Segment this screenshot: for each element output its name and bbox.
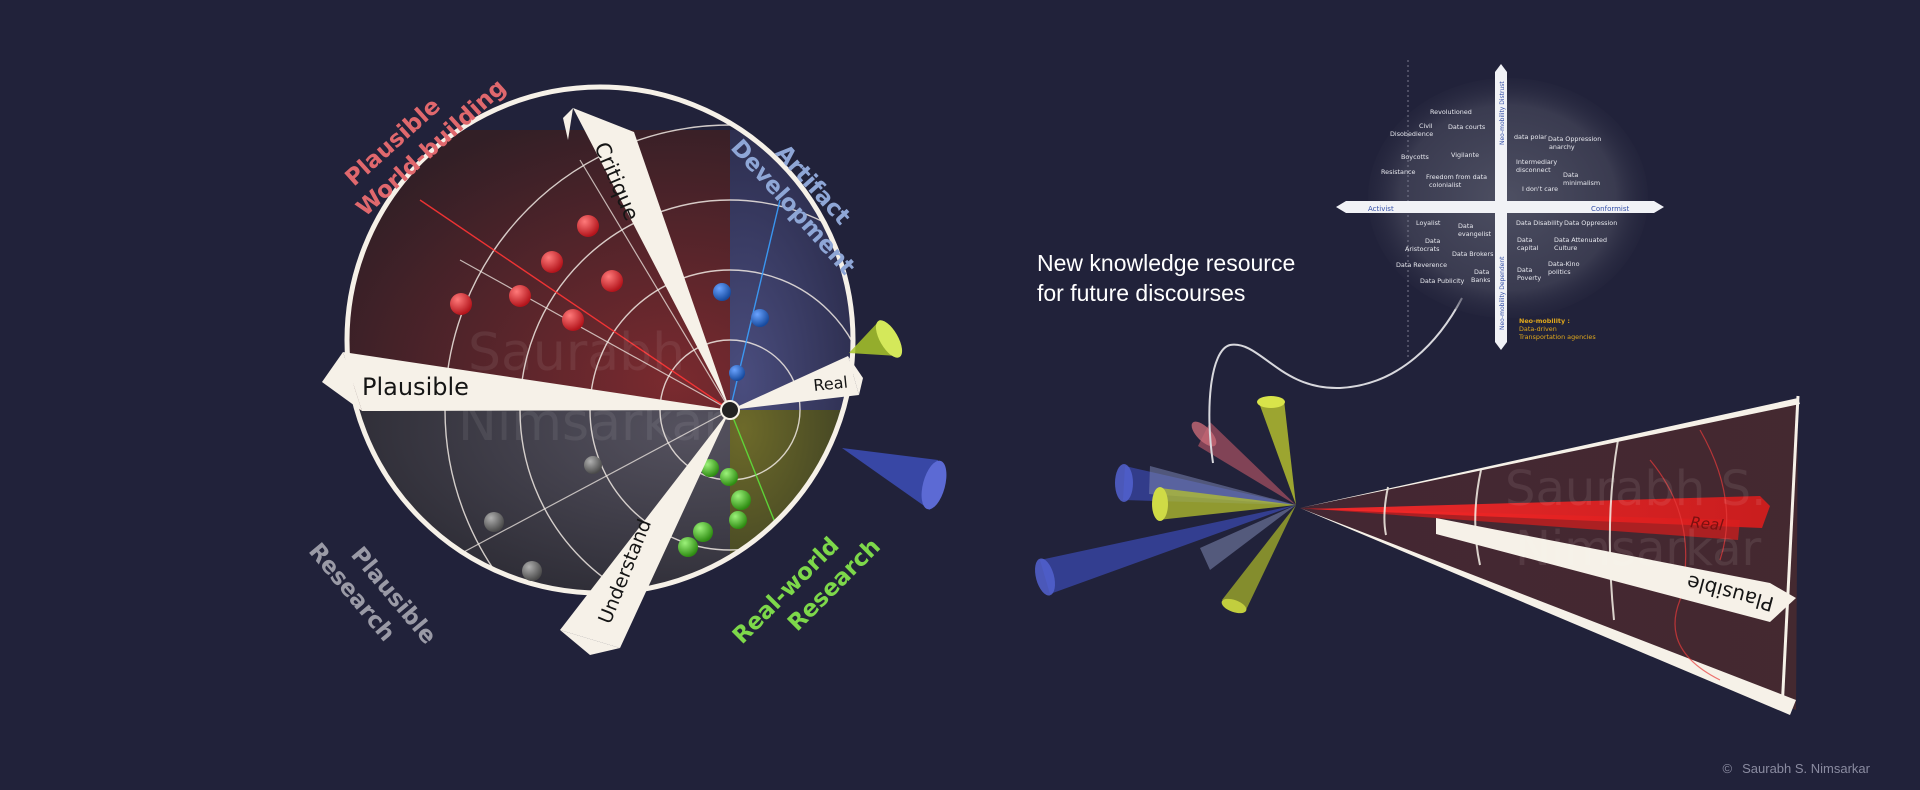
connector-curve	[1208, 297, 1463, 464]
axis-right-label: Conformist	[1591, 205, 1630, 213]
axis-bottom-label: Neo-mobility Dependent	[1499, 256, 1506, 330]
svg-text:Disobedience: Disobedience	[1390, 130, 1433, 138]
svg-text:Neo-mobility :: Neo-mobility :	[1519, 317, 1570, 325]
axis-top-label: Neo-mobility Distrust	[1499, 81, 1506, 145]
svg-text:anarchy: anarchy	[1549, 143, 1575, 151]
svg-text:disconnect: disconnect	[1516, 166, 1551, 174]
wedge-plausible: Plausible	[322, 352, 730, 411]
world-building-spheres	[450, 215, 623, 331]
svg-text:Data: Data	[1425, 237, 1440, 245]
svg-text:Aristocrats: Aristocrats	[1405, 245, 1440, 253]
matrix-bottom-left-terms: Loyalist Data evangelist Data Aristocrat…	[1396, 219, 1494, 285]
cone-watermark-2: Nimsarkar	[1515, 521, 1762, 577]
artifact-spheres	[713, 283, 769, 381]
svg-text:colonialist: colonialist	[1429, 181, 1462, 189]
green-cone-marker	[849, 320, 903, 358]
svg-text:Data Oppression: Data Oppression	[1548, 135, 1601, 143]
svg-text:Data: Data	[1517, 266, 1532, 274]
copyright-symbol: ©	[1722, 761, 1733, 776]
credit-footer: © Saurabh S. Nimsarkar	[1713, 761, 1870, 776]
svg-text:evangelist: evangelist	[1458, 230, 1492, 238]
svg-text:Data Oppression: Data Oppression	[1564, 219, 1617, 227]
svg-text:Data courts: Data courts	[1448, 123, 1486, 131]
svg-text:Freedom from data: Freedom from data	[1426, 173, 1487, 181]
svg-text:Transportation agencies: Transportation agencies	[1518, 333, 1596, 341]
wedge-real: Real	[730, 356, 863, 410]
svg-text:Civil: Civil	[1419, 122, 1433, 130]
svg-text:Loyalist: Loyalist	[1416, 219, 1441, 227]
svg-text:Data-Kino: Data-Kino	[1548, 260, 1580, 268]
svg-text:I don't care: I don't care	[1522, 185, 1558, 193]
author-name: Saurabh S. Nimsarkar	[1742, 761, 1870, 776]
svg-text:Data Reverence: Data Reverence	[1396, 261, 1447, 269]
axis-left-label: Activist	[1368, 205, 1394, 213]
matrix-top-right-terms: data polar Data Oppression anarchy Inter…	[1514, 133, 1601, 193]
watermark-line-1: Saurabh	[468, 323, 685, 383]
svg-text:Poverty: Poverty	[1517, 274, 1541, 282]
cone-label-real: Real	[1690, 513, 1726, 534]
cone-fan	[1035, 396, 1296, 614]
svg-text:Boycotts: Boycotts	[1401, 153, 1430, 161]
svg-text:Vigilante: Vigilante	[1451, 151, 1479, 159]
svg-text:Data Publicity: Data Publicity	[1420, 277, 1464, 285]
left-circle-diagram: Saurabh Nimsarkar	[303, 74, 947, 655]
svg-text:Culture: Culture	[1554, 244, 1577, 252]
discourse-matrix: Activist Conformist Neo-mobility Distrus…	[1336, 60, 1664, 360]
svg-text:Data: Data	[1474, 268, 1489, 276]
tagline: New knowledge resource for future discou…	[1037, 248, 1295, 308]
tagline-line-2: for future discourses	[1037, 280, 1246, 306]
svg-text:Data: Data	[1563, 171, 1578, 179]
svg-text:Intermediary: Intermediary	[1516, 158, 1557, 166]
title-plausible-research: Plausible Research	[303, 538, 441, 649]
svg-text:capital: capital	[1517, 244, 1539, 252]
cone-diagram: Plausible Real Saurabh S. Nimsarkar	[1035, 297, 1800, 715]
blue-cone-marker	[842, 448, 947, 510]
svg-text:Data-driven: Data-driven	[1519, 325, 1557, 333]
spoke-lines	[429, 159, 731, 571]
svg-text:politics: politics	[1548, 268, 1571, 276]
svg-text:Data: Data	[1517, 236, 1532, 244]
cone-watermark-1: Saurabh S.	[1505, 461, 1766, 517]
svg-text:Plausible: Plausible	[362, 373, 469, 401]
svg-text:Data Disability: Data Disability	[1516, 219, 1563, 227]
svg-text:Resistance: Resistance	[1381, 168, 1416, 176]
research-spheres	[484, 456, 602, 581]
matrix-bottom-right-terms: Data Disability Data Oppression Data cap…	[1516, 219, 1617, 282]
svg-text:Real: Real	[812, 372, 848, 395]
svg-text:Banks: Banks	[1471, 276, 1491, 284]
matrix-top-left-terms: Revolutioned Civil Disobedience Data cou…	[1381, 108, 1487, 189]
svg-text:minimalism: minimalism	[1563, 179, 1600, 187]
svg-text:Data: Data	[1458, 222, 1473, 230]
svg-text:Data Attenuated: Data Attenuated	[1554, 236, 1607, 244]
real-world-spheres	[678, 459, 751, 557]
tagline-line-1: New knowledge resource	[1037, 250, 1296, 276]
svg-text:Revolutioned: Revolutioned	[1430, 108, 1472, 116]
svg-text:Data Brokers: Data Brokers	[1452, 250, 1494, 258]
matrix-legend: Neo-mobility : Data-driven Transportatio…	[1518, 317, 1596, 341]
svg-text:data polar: data polar	[1514, 133, 1547, 141]
